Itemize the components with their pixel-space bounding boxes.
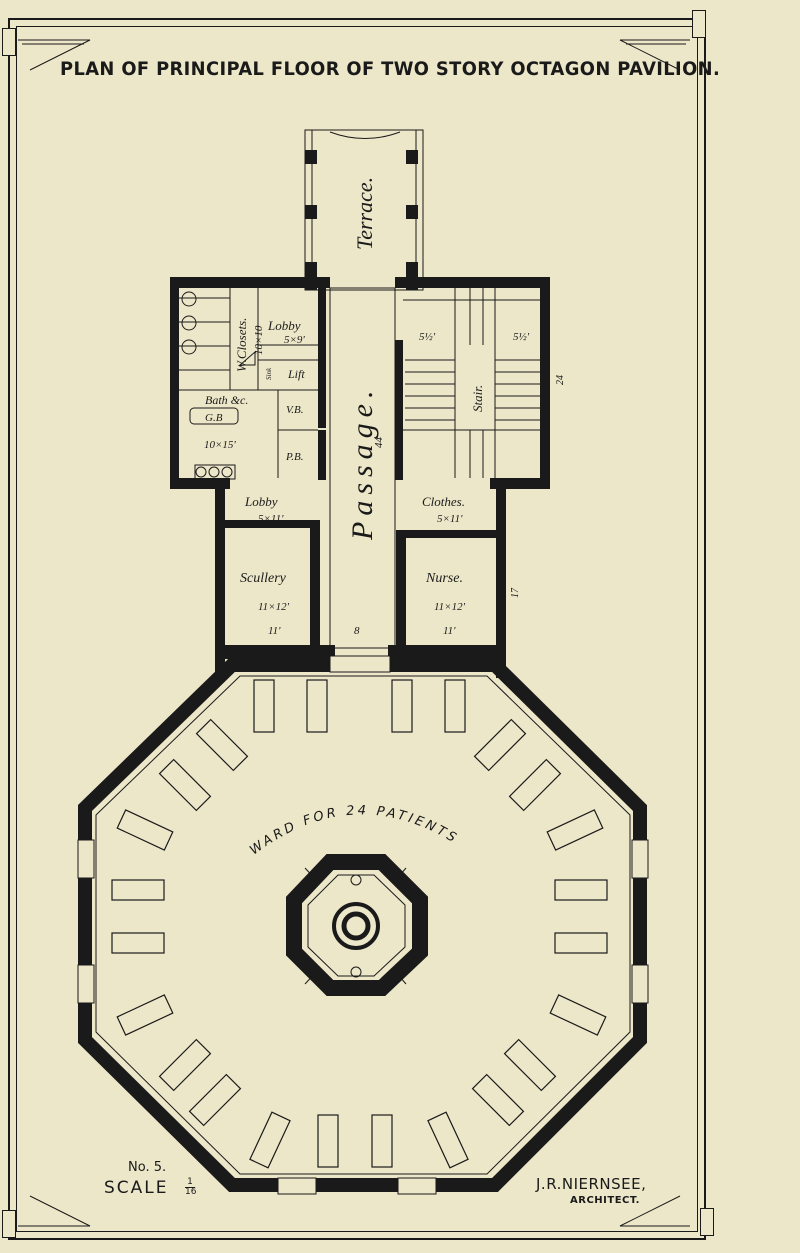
- nurse-size: 11×12': [434, 601, 466, 613]
- corner-ornament-bl: [2, 1210, 16, 1238]
- water-closet-fixtures: [181, 291, 256, 480]
- service-wing-walls: [170, 277, 550, 678]
- stair-label: Stair.: [470, 385, 485, 412]
- corner-ornament-br: [700, 1208, 714, 1236]
- passage-mark: 8: [354, 625, 360, 637]
- bath-size: 10×15': [204, 439, 236, 451]
- pb-label: P.B.: [285, 451, 304, 463]
- passage-width: 44: [373, 437, 385, 449]
- service-wing-partitions: [179, 287, 540, 649]
- central-shaft: [286, 854, 428, 996]
- lift-label: Lift: [287, 367, 305, 381]
- terrace-label: Terrace.: [352, 177, 377, 250]
- gb-label: G.B: [205, 412, 223, 424]
- scale-fraction: 1 16: [185, 1177, 197, 1197]
- stair-dim-side: 24: [555, 375, 566, 385]
- lobby-label: Lobby: [244, 494, 278, 509]
- nurse-height: 11': [443, 625, 456, 637]
- octagon-ward-walls: [78, 658, 647, 1192]
- wing-dim: 17: [510, 587, 521, 598]
- lobby-top-size: 5×9': [284, 334, 305, 346]
- vb-label: V.B.: [286, 404, 304, 416]
- scale-label: SCALE: [104, 1178, 169, 1198]
- inner-border: [16, 26, 698, 1232]
- scullery-height: 11': [268, 625, 281, 637]
- scale-numerator: 1: [187, 1177, 193, 1187]
- corner-ornament-tl: [2, 28, 16, 56]
- nurse-label: Nurse.: [425, 571, 463, 586]
- passage-label: Passage.: [346, 385, 379, 542]
- architect-name: J.R.NIERNSEE,: [536, 1175, 647, 1193]
- wc-size: 10×10: [253, 325, 265, 355]
- clothes-label: Clothes.: [422, 494, 465, 509]
- frame-ornaments: [18, 39, 690, 1227]
- scale-denominator: 16: [185, 1187, 197, 1197]
- lobby-size: 5×11': [258, 513, 284, 525]
- sink-label: Sink: [265, 367, 273, 380]
- scullery-label: Scullery: [240, 571, 287, 586]
- plate-number: No. 5.: [128, 1160, 167, 1175]
- clothes-size: 5×11': [437, 513, 463, 525]
- octagon-windows: [77, 655, 649, 1195]
- lobby-top-label: Lobby: [267, 318, 301, 333]
- scullery-size: 11×12': [258, 601, 290, 613]
- outer-border: [8, 18, 706, 1240]
- stair-dim-left: 5½': [419, 331, 436, 343]
- architect-title: ARCHITECT.: [570, 1195, 640, 1206]
- ward-beds: [111, 679, 608, 1169]
- stair-dim-right: 5½': [513, 331, 530, 343]
- plan-title: PLAN OF PRINCIPAL FLOOR OF TWO STORY OCT…: [60, 58, 721, 80]
- ward-label: WARD FOR 24 PATIENTS: [247, 803, 461, 858]
- stair-treads: [405, 288, 540, 478]
- bath-label: Bath &c.: [205, 393, 248, 407]
- corner-ornament-tr: [692, 10, 706, 38]
- wc-label: W.Closets.: [234, 318, 249, 372]
